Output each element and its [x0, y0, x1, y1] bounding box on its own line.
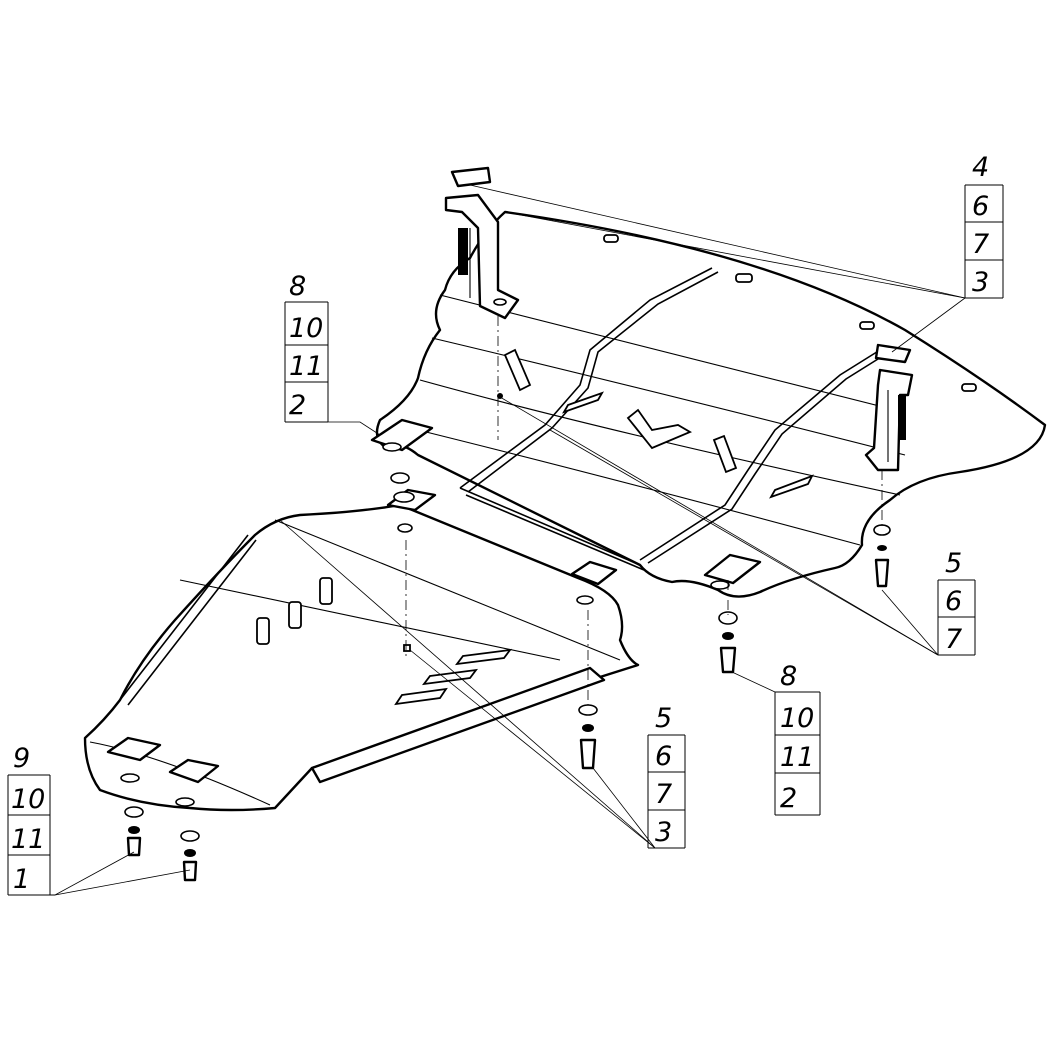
- callout-label: 10: [11, 784, 45, 815]
- callout-label: 3: [972, 267, 989, 298]
- callout-label: 3: [655, 817, 672, 848]
- callout-label: 2: [780, 783, 797, 814]
- callout-label: 1: [13, 864, 30, 895]
- callout-label: 7: [972, 229, 989, 260]
- callout-top-right: 4 6 7 3: [964, 152, 1004, 299]
- fasteners: [124, 393, 891, 882]
- callout-center-right: 8 10 11 2: [774, 661, 821, 816]
- callout-label: 8: [780, 661, 797, 692]
- callout-right-middle: 5 6 7: [937, 548, 976, 656]
- callout-bottom-left: 9 10 11 1: [7, 743, 55, 896]
- callout-label: 6: [945, 586, 962, 617]
- callout-label: 8: [289, 271, 306, 302]
- front-skid-plate: [83, 488, 640, 812]
- callout-label: 6: [972, 191, 989, 222]
- callout-label: 7: [945, 624, 962, 655]
- callout-label: 10: [289, 313, 323, 344]
- callout-label: 11: [11, 824, 45, 855]
- callout-label: 7: [655, 779, 672, 810]
- left-mounting-bracket: [444, 166, 520, 320]
- callout-label: 11: [780, 742, 814, 773]
- rear-skid-plate: [370, 210, 1047, 598]
- callout-label: 2: [289, 390, 306, 421]
- callout-label: 4: [972, 152, 989, 183]
- callout-label: 5: [945, 548, 962, 579]
- callout-center: 5 6 7 3: [647, 703, 686, 849]
- leader-lines: [54, 184, 966, 896]
- callout-label: 11: [289, 351, 323, 382]
- callout-label: 5: [655, 703, 672, 734]
- callout-label: 6: [655, 741, 672, 772]
- callout-label: 10: [780, 703, 814, 734]
- callout-upper-left: 8 10 11 2: [284, 271, 329, 423]
- callout-label: 9: [13, 743, 30, 774]
- center-lines: [405, 316, 883, 705]
- right-mounting-bracket: [864, 343, 914, 472]
